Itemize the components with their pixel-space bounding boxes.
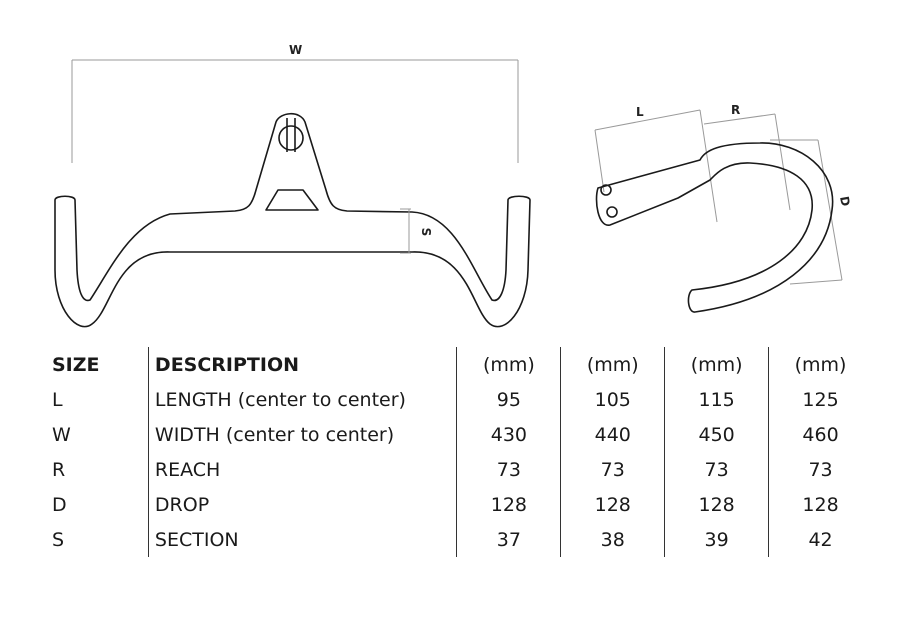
size-spec-table: SIZE DESCRIPTION (mm) (mm) (mm) (mm) L L… [52, 347, 872, 557]
row-code: W [52, 423, 71, 446]
row-description: DROP [147, 487, 457, 522]
bolt-hole-bottom [606, 206, 618, 218]
row-value: 38 [560, 522, 665, 557]
row-code: L [52, 388, 63, 411]
row-value: 105 [560, 382, 665, 417]
row-value: 37 [456, 522, 561, 557]
row-description: LENGTH (center to center) [147, 382, 457, 417]
row-value: 73 [664, 452, 769, 487]
header-unit: (mm) [456, 347, 561, 382]
row-description: REACH [147, 452, 457, 487]
length-extension-left [594, 129, 605, 193]
drop-label: D [837, 195, 853, 207]
length-label: L [636, 105, 644, 119]
front-view [54, 59, 531, 328]
row-description: WIDTH (center to center) [147, 417, 457, 452]
drop-extension-bottom [789, 279, 843, 285]
row-value: 73 [768, 452, 872, 487]
drop-dimension-line [817, 139, 843, 281]
reach-label: R [731, 103, 740, 117]
table-row: W WIDTH (center to center) 430 440 450 4… [52, 417, 872, 452]
side-profile-outline [595, 142, 834, 313]
row-code: S [52, 528, 65, 551]
row-value: 95 [456, 382, 561, 417]
row-description: SECTION [147, 522, 457, 557]
length-extension-right [699, 109, 718, 223]
header-unit: (mm) [768, 347, 872, 382]
stem-clamp-hole [278, 125, 304, 151]
row-value: 450 [664, 417, 769, 452]
center-window [265, 189, 319, 211]
bolt-hole-top [600, 184, 612, 196]
table-row: D DROP 128 128 128 128 [52, 487, 872, 522]
row-value: 128 [768, 487, 872, 522]
table-row: S SECTION 37 38 39 42 [52, 522, 872, 557]
header-unit: (mm) [560, 347, 665, 382]
section-label: S [419, 228, 433, 237]
row-value: 73 [560, 452, 665, 487]
width-label: W [289, 43, 302, 57]
row-value: 430 [456, 417, 561, 452]
row-value: 73 [456, 452, 561, 487]
row-code: R [52, 458, 66, 481]
row-value: 42 [768, 522, 872, 557]
header-description: DESCRIPTION [147, 347, 457, 382]
side-view [594, 109, 843, 313]
reach-extension [774, 113, 791, 211]
row-value: 125 [768, 382, 872, 417]
handlebar-technical-drawing: W S L R D [54, 43, 853, 328]
length-dimension-line [594, 109, 701, 131]
header-unit: (mm) [664, 347, 769, 382]
table-header-row: SIZE DESCRIPTION (mm) (mm) (mm) (mm) [52, 347, 872, 382]
row-value: 128 [664, 487, 769, 522]
row-value: 128 [560, 487, 665, 522]
row-value: 39 [664, 522, 769, 557]
row-code: D [52, 493, 67, 516]
row-value: 128 [456, 487, 561, 522]
row-value: 460 [768, 417, 872, 452]
header-size: SIZE [52, 353, 100, 376]
table-row: L LENGTH (center to center) 95 105 115 1… [52, 382, 872, 417]
table-row: R REACH 73 73 73 73 [52, 452, 872, 487]
row-value: 440 [560, 417, 665, 452]
row-value: 115 [664, 382, 769, 417]
reach-dimension-line [703, 113, 776, 125]
handlebar-outline [54, 112, 531, 328]
